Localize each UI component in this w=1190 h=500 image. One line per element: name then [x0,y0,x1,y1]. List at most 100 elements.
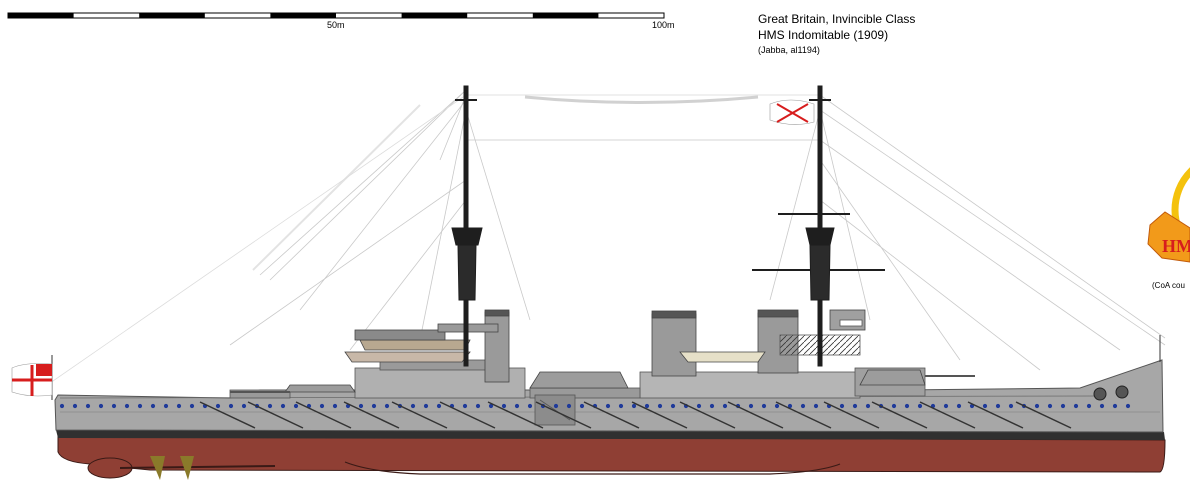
net-boom [871,401,928,429]
porthole [319,403,325,409]
porthole [267,403,273,409]
porthole [423,403,429,409]
crest-credit: (CoA cou [1152,281,1185,290]
porthole [150,403,156,409]
rigging [39,89,1166,391]
porthole [917,403,923,409]
porthole [163,403,169,409]
stern-gear [87,456,276,480]
net-boom [967,401,1024,429]
porthole [1112,403,1118,409]
porthole [657,403,663,409]
porthole [514,403,520,409]
scale-bar-segment [8,13,74,18]
porthole [579,403,585,409]
porthole [384,403,390,409]
net-boom [631,401,688,429]
turrets [230,369,975,393]
scale-bar-segment [532,13,599,18]
bilge-keel [344,461,841,475]
porthole [748,403,754,409]
caption-line-3: (Jabba, al1194) [758,45,820,55]
porthole [982,403,988,409]
porthole [800,403,806,409]
underwater-hull [57,435,1166,473]
porthole [553,403,559,409]
porthole [696,403,702,409]
boot-topping [56,430,1165,440]
porthole [618,403,624,409]
porthole [904,403,910,409]
net-boom [919,401,976,429]
net-boom [199,401,256,429]
porthole [1125,403,1131,409]
porthole [605,403,611,409]
scale-bar-segment [139,13,205,18]
masts [451,85,885,367]
scale-bar-segment [270,13,336,18]
porthole [358,403,364,409]
porthole [137,403,143,409]
porthole [566,403,572,409]
anchors [1093,385,1129,401]
porthole [85,403,91,409]
porthole [228,403,234,409]
porthole [501,403,507,409]
net-boom [727,401,784,429]
porthole [72,403,78,409]
porthole [98,403,104,409]
porthole [111,403,117,409]
porthole [59,403,65,409]
scale-bar [7,12,665,19]
porthole [1047,403,1053,409]
porthole [436,403,442,409]
porthole [839,403,845,409]
net-boom [391,401,448,429]
porthole [852,403,858,409]
porthole [891,403,897,409]
net-boom [439,401,496,429]
caption-line-1: Great Britain, Invincible Class [758,12,916,26]
porthole [527,403,533,409]
porthole [865,403,871,409]
boats [344,323,766,363]
porthole [943,403,949,409]
net-boom [823,401,880,429]
net-boom [1015,401,1072,429]
porthole [761,403,767,409]
porthole [1034,403,1040,409]
net-boom [343,401,400,429]
porthole [280,403,286,409]
porthole [995,403,1001,409]
porthole [774,403,780,409]
net-boom [487,401,544,429]
net-boom [247,401,304,429]
porthole [644,403,650,409]
porthole [293,403,299,409]
porthole [709,403,715,409]
porthole [462,403,468,409]
porthole [124,403,130,409]
scale-label-50m: 50m [327,20,345,30]
porthole [813,403,819,409]
porthole [1008,403,1014,409]
caption-line-2: HMS Indomitable (1909) [758,28,889,42]
porthole [722,403,728,409]
porthole [631,403,637,409]
net-boom [583,401,640,429]
porthole [1099,403,1105,409]
crest-emblem: HM [1147,167,1190,263]
porthole [215,403,221,409]
mast-flag [769,99,815,125]
porthole [410,403,416,409]
porthole [176,403,182,409]
porthole [189,403,195,409]
net-boom [535,401,592,429]
porthole [670,403,676,409]
porthole [1073,403,1079,409]
net-booms [199,401,1072,429]
net-boom [295,401,352,429]
funnels [484,309,799,383]
porthole [1086,403,1092,409]
